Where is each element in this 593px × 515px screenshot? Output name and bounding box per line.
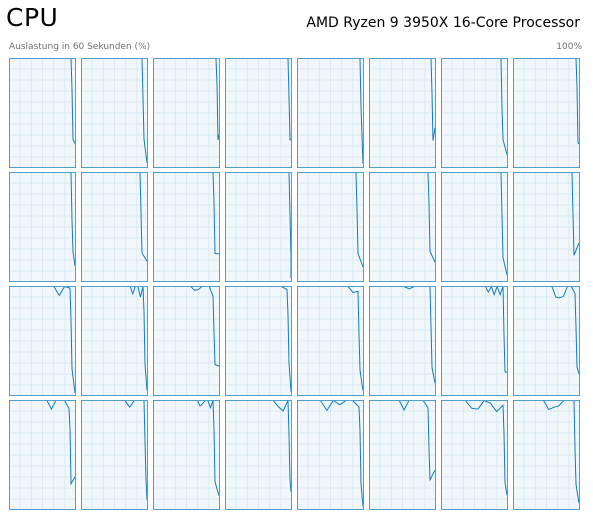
- graph-border: [369, 286, 436, 396]
- utilization-line: [484, 285, 508, 373]
- graph-border: [297, 286, 364, 396]
- cpu-core-graph-22[interactable]: [441, 285, 508, 396]
- graph-border: [369, 400, 436, 510]
- graph-border: [513, 58, 580, 168]
- cpu-core-graph-19[interactable]: [225, 286, 292, 396]
- graph-border: [369, 58, 436, 168]
- graph-border: [297, 400, 364, 510]
- cpu-core-graph-28[interactable]: [297, 399, 364, 510]
- cpu-core-graph-13[interactable]: [369, 172, 436, 282]
- cpu-core-graph-29[interactable]: [369, 400, 436, 510]
- graph-border: [225, 286, 292, 396]
- utilization-line: [465, 399, 508, 496]
- cpu-core-graph-7[interactable]: [513, 58, 580, 168]
- graph-border: [513, 286, 580, 396]
- processor-name: AMD Ryzen 9 3950X 16-Core Processor: [306, 15, 580, 31]
- cpu-core-graph-17[interactable]: [81, 286, 148, 396]
- cpu-core-graph-0[interactable]: [9, 58, 76, 168]
- cpu-core-graph-1[interactable]: [81, 58, 148, 168]
- graph-border: [153, 400, 220, 510]
- cpu-core-graph-9[interactable]: [81, 172, 148, 282]
- graph-border: [81, 400, 148, 510]
- cpu-core-graph-18[interactable]: [153, 286, 220, 396]
- graph-border: [9, 172, 76, 282]
- cpu-core-graph-16[interactable]: [9, 285, 76, 396]
- graph-border: [297, 58, 364, 168]
- graph-border: [9, 286, 76, 396]
- graph-border: [81, 172, 148, 282]
- cpu-core-graph-27[interactable]: [225, 400, 292, 510]
- cpu-core-graph-4[interactable]: [297, 58, 364, 168]
- page-title: CPU: [6, 3, 59, 32]
- graph-border: [297, 172, 364, 282]
- cpu-core-graph-3[interactable]: [225, 58, 292, 168]
- utilization-line: [196, 400, 220, 496]
- cpu-core-graph-10[interactable]: [153, 172, 220, 282]
- cpu-core-graph-25[interactable]: [81, 400, 148, 510]
- graph-border: [9, 400, 76, 510]
- graph-border: [153, 172, 220, 282]
- graph-border: [441, 400, 508, 510]
- graph-border: [225, 58, 292, 168]
- cpu-core-graph-21[interactable]: [369, 286, 436, 396]
- graph-border: [513, 400, 580, 510]
- graph-border: [81, 286, 148, 396]
- utilization-max-label: 100%: [556, 42, 582, 52]
- cpu-core-graph-6[interactable]: [441, 58, 508, 168]
- cpu-core-graph-30[interactable]: [441, 399, 508, 510]
- cpu-core-graph-5[interactable]: [369, 58, 436, 168]
- graph-border: [441, 172, 508, 282]
- cpu-core-graph-20[interactable]: [297, 286, 364, 396]
- graph-border: [441, 58, 508, 168]
- graph-border: [153, 286, 220, 396]
- graph-border: [441, 286, 508, 396]
- cpu-core-graph-14[interactable]: [441, 172, 508, 282]
- utilization-axis-label: Auslastung in 60 Sekunden (%): [9, 42, 151, 52]
- utilization-line: [127, 286, 148, 391]
- graph-border: [225, 172, 292, 282]
- cpu-core-graph-2[interactable]: [153, 58, 220, 168]
- cpu-core-graph-11[interactable]: [225, 172, 292, 282]
- cpu-core-graph-31[interactable]: [513, 400, 580, 510]
- graph-border: [153, 58, 220, 168]
- cpu-core-graph-26[interactable]: [153, 400, 220, 510]
- cpu-core-graph-12[interactable]: [297, 172, 364, 282]
- cpu-core-graph-23[interactable]: [513, 286, 580, 396]
- graph-border: [225, 400, 292, 510]
- cpu-core-graph-15[interactable]: [513, 172, 580, 282]
- cpu-core-graph-8[interactable]: [9, 172, 76, 282]
- cpu-core-graph-24[interactable]: [9, 400, 76, 510]
- graph-border: [369, 172, 436, 282]
- graph-border: [81, 58, 148, 168]
- graph-border: [9, 58, 76, 168]
- graph-border: [513, 172, 580, 282]
